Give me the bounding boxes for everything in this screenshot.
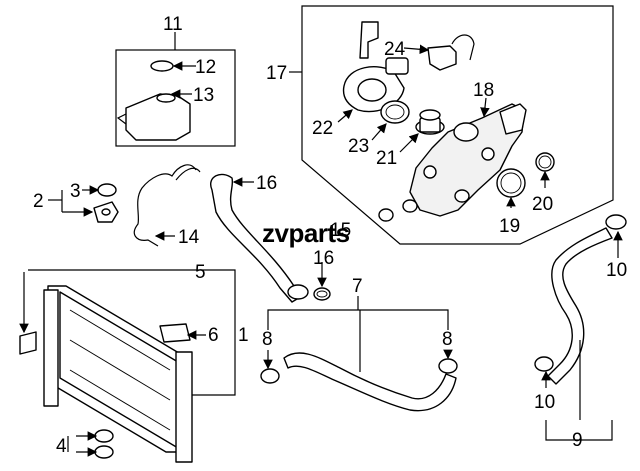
coolant-reservoir-group <box>115 49 236 147</box>
callout-9: 9 <box>572 430 583 451</box>
callout-14: 14 <box>178 227 200 248</box>
callout-16-upper: 16 <box>256 173 277 194</box>
upper-radiator-hose <box>210 173 331 303</box>
callout-17: 17 <box>266 63 287 84</box>
callout-20: 20 <box>532 194 553 215</box>
callout-8-left: 8 <box>262 329 273 350</box>
callout-5: 5 <box>195 262 206 283</box>
callout-2: 2 <box>33 191 44 212</box>
callout-7: 7 <box>352 276 363 297</box>
callout-10-right: 10 <box>606 260 627 281</box>
callout-23: 23 <box>348 136 369 157</box>
callout-leaders <box>19 32 623 457</box>
callout-21: 21 <box>376 148 397 169</box>
callout-16-lower: 16 <box>313 248 334 269</box>
callout-10-left: 10 <box>534 392 555 413</box>
radiator <box>19 269 236 463</box>
callout-13: 13 <box>193 85 214 106</box>
callout-19: 19 <box>499 216 520 237</box>
callout-4: 4 <box>56 436 67 457</box>
callout-15: 15 <box>330 220 351 241</box>
callout-6: 6 <box>208 325 219 346</box>
lower-radiator-hose <box>260 309 458 412</box>
bracket-hose-group <box>93 164 201 247</box>
callout-24: 24 <box>384 39 406 60</box>
callout-12: 12 <box>195 57 216 78</box>
callout-22: 22 <box>312 118 333 139</box>
callout-3: 3 <box>70 181 81 202</box>
heater-hose <box>534 214 627 441</box>
callout-8-right: 8 <box>442 329 453 350</box>
thermostat-housing-group <box>301 5 614 245</box>
callout-18: 18 <box>473 80 494 101</box>
callout-11: 11 <box>163 14 183 35</box>
watermark-text: zvparts <box>262 218 350 248</box>
callout-1: 1 <box>238 325 249 346</box>
callout-numbers: 11 12 13 3 2 14 16 15 16 5 6 1 4 7 8 8 9… <box>33 14 627 457</box>
